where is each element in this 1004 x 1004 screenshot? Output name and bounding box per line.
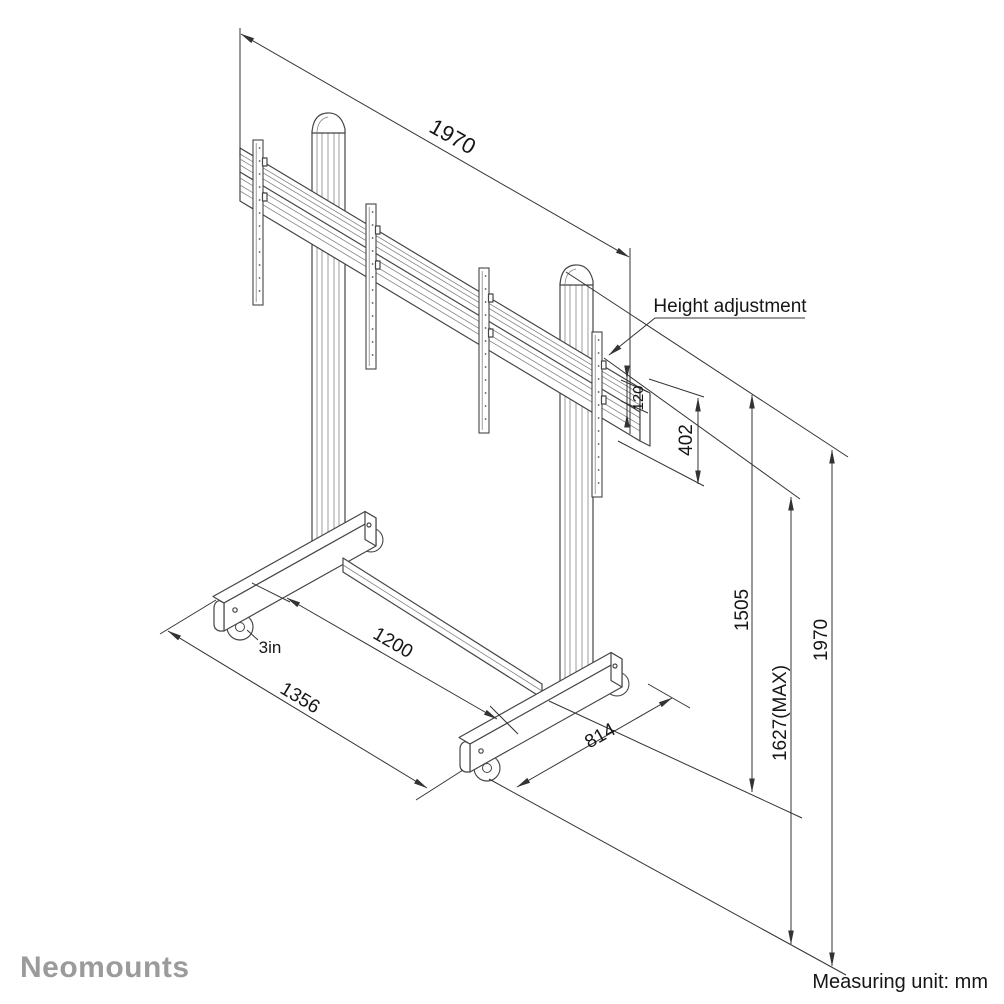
height-adjustment-leader [608, 317, 805, 356]
right-base-leg [458, 651, 630, 782]
right-column [559, 264, 594, 698]
dim-line-width-top [240, 33, 630, 258]
vesa-bracket-1 [252, 139, 268, 306]
base-cross-strut [342, 557, 543, 699]
dim-label-1505: 1505 [732, 589, 753, 631]
dim-label-402: 402 [676, 424, 697, 456]
dim-label-120: 120 [630, 385, 647, 410]
dim-line-814 [516, 697, 673, 788]
dim-label-1356: 1356 [276, 678, 323, 718]
caster-size-label: 3in [259, 638, 282, 657]
dim-label-1970-right: 1970 [811, 619, 832, 661]
dim-label-814: 814 [581, 719, 619, 753]
dimension-lines [167, 33, 835, 967]
dim-label-1200: 1200 [369, 624, 416, 663]
vesa-bracket-4 [591, 331, 607, 498]
vesa-bracket-3 [478, 267, 494, 434]
height-adjustment-label: Height adjustment [653, 296, 807, 317]
neomounts-logo: Neomounts [20, 951, 190, 984]
left-base-leg [212, 510, 384, 641]
dim-label-width-top: 1970 [425, 114, 480, 160]
dim-line-1356 [167, 630, 428, 789]
caster-size-leader [246, 629, 259, 641]
dim-label-1627-max: 1627(MAX) [770, 665, 791, 761]
right-column-cap [559, 264, 594, 286]
measuring-unit-label: Measuring unit: mm [812, 971, 988, 993]
vesa-bracket-2 [365, 203, 381, 370]
left-column [311, 112, 346, 557]
footer: Neomounts Measuring unit: mm [20, 951, 988, 993]
